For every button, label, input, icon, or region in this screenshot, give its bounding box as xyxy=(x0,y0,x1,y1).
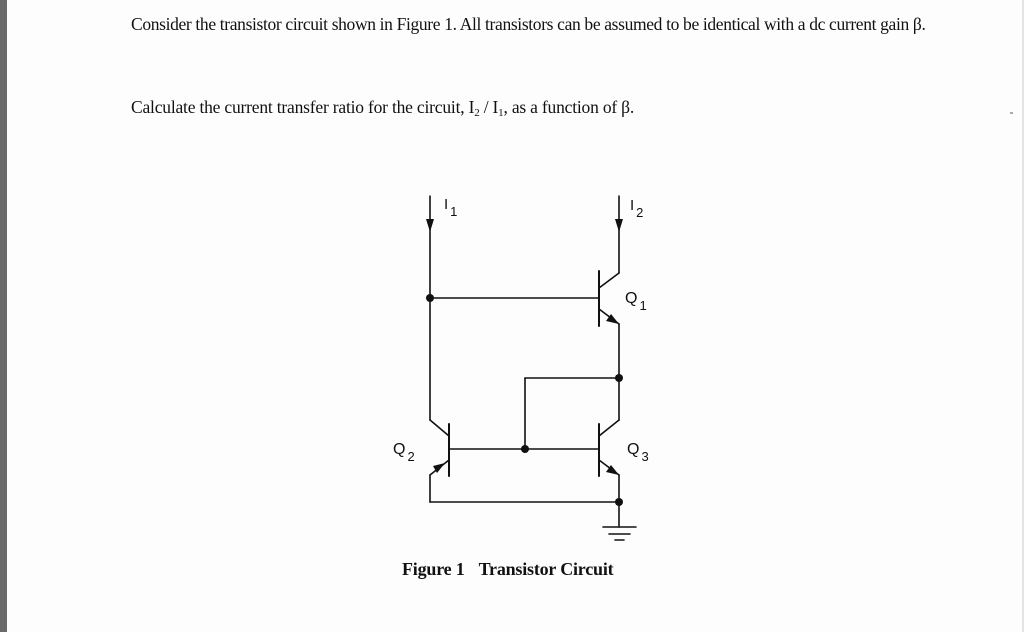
question-prefix: Calculate the current transfer ratio for… xyxy=(131,97,475,117)
question-text: Calculate the current transfer ratio for… xyxy=(131,97,634,119)
q2-collector xyxy=(429,419,450,437)
question-sub-2: 2 xyxy=(474,107,480,119)
caption-number: Figure 1 xyxy=(402,559,465,579)
question-mid: / I xyxy=(479,97,499,117)
left-border xyxy=(0,0,7,632)
junction-dot xyxy=(521,445,529,453)
q3-collector xyxy=(598,419,620,437)
arrowheads xyxy=(426,219,623,475)
junction-dots xyxy=(426,294,623,506)
problem-paragraph: Consider the transistor circuit shown in… xyxy=(131,14,926,34)
q1-emitter-arrow-icon xyxy=(606,314,619,324)
junction-dot xyxy=(615,498,623,506)
junction-dot xyxy=(615,374,623,382)
q3-emitter-arrow-icon xyxy=(606,465,619,475)
i1-arrow-icon xyxy=(426,219,434,232)
scan-speck xyxy=(1010,112,1013,114)
junction-dot xyxy=(426,294,434,302)
problem-statement: Consider the transistor circuit shown in… xyxy=(131,15,951,34)
question-sub-1: 1 xyxy=(498,107,504,119)
caption-title: Transistor Circuit xyxy=(478,559,614,579)
q2-emitter-arrow-icon xyxy=(433,463,445,473)
question-suffix: , as a function of β. xyxy=(503,97,635,117)
i2-arrow-icon xyxy=(615,219,623,232)
q1-collector xyxy=(598,272,620,289)
right-edge xyxy=(1022,0,1024,632)
figure-caption: Figure 1 Transistor Circuit xyxy=(402,559,614,580)
